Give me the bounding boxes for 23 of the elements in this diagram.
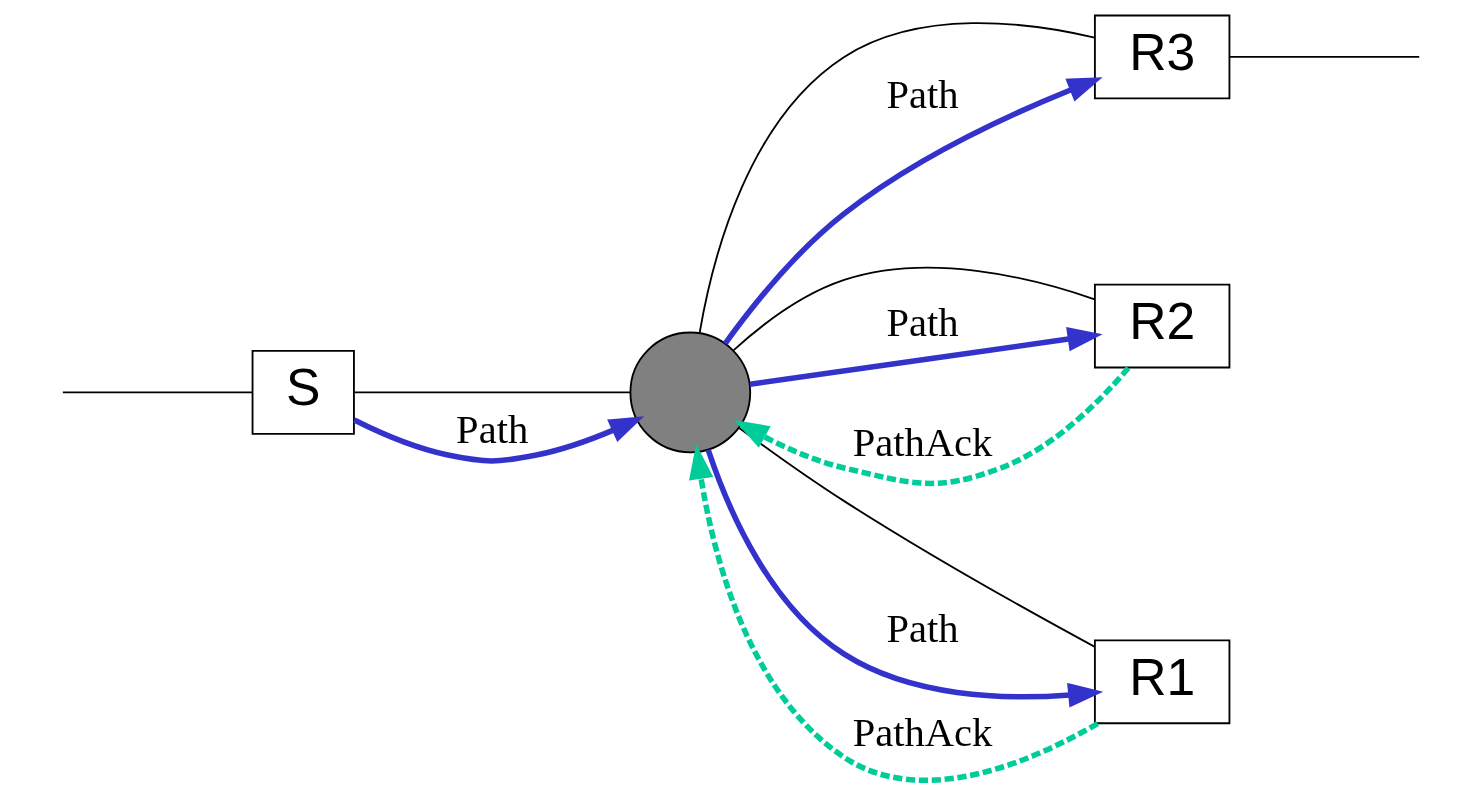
- node-box: R3: [1093, 14, 1230, 100]
- arrow: [722, 77, 1103, 346]
- arrow: [749, 327, 1103, 387]
- connector: [737, 427, 1095, 648]
- node-circle: [629, 331, 751, 454]
- edge-label: Path: [886, 606, 959, 652]
- edge-label: PathAck: [852, 420, 992, 466]
- node-box: S: [251, 350, 355, 435]
- arrow: [688, 444, 1099, 783]
- connector: [1228, 56, 1420, 58]
- arrow: [705, 449, 1103, 708]
- connector: [61, 391, 253, 394]
- connector: [698, 22, 1096, 335]
- arrow: [352, 416, 644, 464]
- connector: [353, 391, 631, 394]
- edge-label: PathAck: [852, 709, 992, 755]
- edge-label: Path: [455, 407, 528, 453]
- arrow: [733, 366, 1130, 487]
- edge-label: Path: [886, 71, 959, 117]
- node-box: R2: [1093, 283, 1230, 369]
- connector: [732, 266, 1096, 351]
- node-box: R1: [1093, 639, 1230, 725]
- edge-label: Path: [886, 300, 959, 346]
